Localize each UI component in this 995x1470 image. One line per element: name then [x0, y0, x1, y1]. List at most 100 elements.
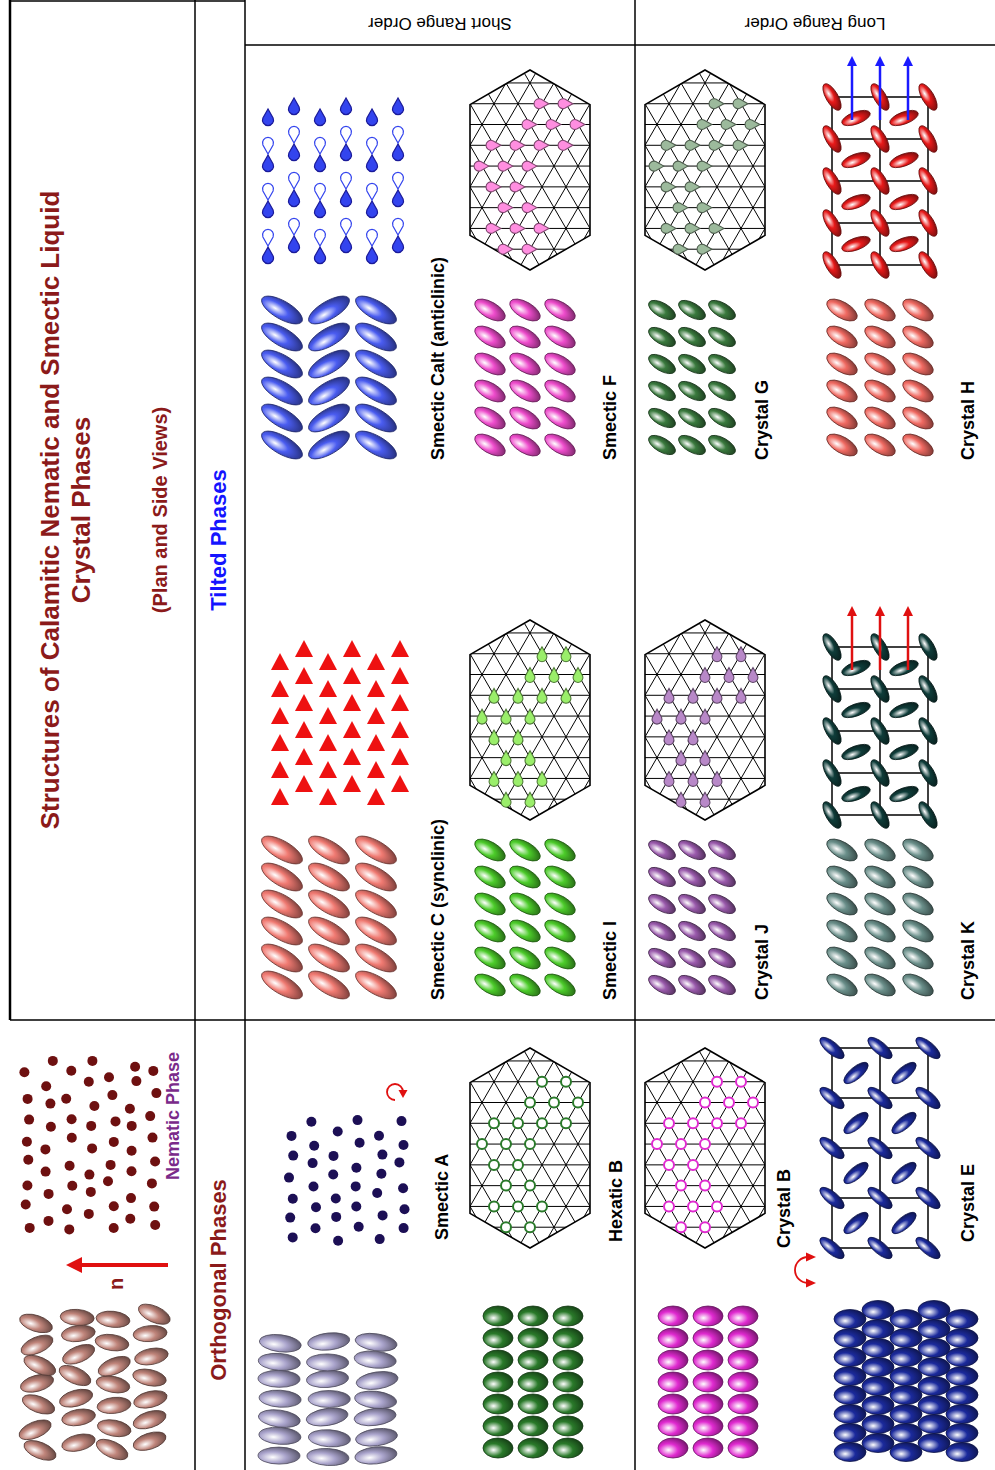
molecule [471, 430, 508, 461]
molecule-triangle [271, 680, 289, 697]
rule-line [590, 1103, 602, 1124]
molecule [506, 376, 543, 407]
rule-line [578, 1019, 590, 1040]
rule-line [542, 62, 566, 63]
molecule [258, 1426, 301, 1446]
rule-line [494, 591, 506, 612]
rule-line [494, 633, 506, 654]
rule-line [470, 187, 482, 208]
rule-line [458, 290, 482, 291]
rule-line [554, 840, 578, 841]
rule-line [566, 187, 578, 208]
rule-line [434, 591, 446, 612]
molecule-dot [66, 1066, 76, 1076]
rule-line [669, 1040, 681, 1061]
rule-line [410, 799, 422, 820]
nematic-plan-view [19, 1056, 161, 1235]
molecule-drop [341, 190, 352, 207]
rule-line [602, 104, 614, 125]
rule-line [626, 1082, 638, 1103]
molecule [506, 403, 543, 434]
molecule [133, 1345, 169, 1367]
molecule [676, 944, 709, 971]
rule-line [434, 1123, 446, 1144]
rule-line [554, 187, 566, 208]
rule-line [446, 675, 458, 696]
molecule-drop [393, 236, 404, 253]
rule-line [614, 228, 626, 249]
rule-line [410, 1103, 422, 1124]
rule-line [590, 228, 602, 249]
molecule [58, 1386, 95, 1410]
rule-line [470, 1103, 482, 1124]
molecule [918, 1339, 950, 1358]
rule-line [729, 1040, 741, 1061]
rule-line [626, 632, 650, 633]
rule-line [614, 653, 638, 654]
rule-line [506, 591, 518, 612]
crystal-e-side-view [834, 1301, 978, 1462]
rule-line [813, 1061, 825, 1082]
rule-line [801, 1268, 825, 1269]
rule-line [753, 1227, 765, 1248]
molecule-triangle [391, 694, 409, 711]
rule-line [530, 41, 542, 62]
molecule-dot [64, 1224, 74, 1234]
rule-line [597, 1081, 621, 1082]
rule-line [626, 249, 650, 250]
rule-line [597, 1103, 609, 1124]
hexatic-b-side-view [483, 1306, 583, 1458]
molecule [308, 1428, 351, 1448]
arrow-head [66, 1257, 82, 1273]
rule-line [638, 1144, 650, 1165]
molecule [918, 1415, 950, 1434]
molecule-dot [372, 1188, 382, 1198]
rule-line [470, 270, 482, 291]
rule-line [434, 187, 446, 208]
molecule [861, 862, 898, 893]
rule-line [801, 1123, 813, 1144]
rule-line [621, 1248, 645, 1249]
molecule [861, 943, 898, 974]
rule-line [422, 1248, 446, 1249]
rule-line [446, 778, 470, 779]
rule-line [693, 1248, 705, 1269]
rule-line [446, 41, 458, 62]
molecule-dot [46, 1122, 56, 1132]
molecule-dot [84, 1209, 94, 1219]
rule-line [434, 1019, 458, 1020]
molecule [862, 1415, 894, 1434]
rule-line [470, 1040, 494, 1041]
rule-line [614, 1082, 626, 1103]
rule-line [518, 1248, 530, 1269]
molecule [308, 1390, 350, 1407]
molecule [834, 1348, 866, 1367]
molecule-dot [127, 1166, 137, 1176]
rule-line [422, 737, 434, 758]
molecule-dot [148, 1066, 158, 1076]
rule-line [470, 62, 494, 63]
rule-line [626, 145, 638, 166]
molecule-triangle [367, 788, 385, 805]
molecule [823, 889, 860, 920]
molecule [823, 403, 860, 434]
rule-line [434, 208, 446, 229]
rule-line [518, 1061, 530, 1082]
rule-line [590, 1165, 602, 1186]
rule-line [621, 1248, 633, 1269]
rule-line [626, 249, 638, 270]
rule-line [590, 187, 602, 208]
rule-line [494, 1248, 518, 1249]
rule-line [434, 1102, 458, 1103]
smectic-calt-plan-view [263, 98, 404, 264]
molecule [518, 1328, 548, 1348]
rule-line [614, 758, 626, 779]
rule-line [638, 799, 650, 820]
molecule-drop [489, 730, 499, 745]
rule-line [669, 1248, 681, 1269]
rule-line [470, 820, 494, 821]
rule-line [777, 1144, 789, 1165]
rule-line [410, 675, 422, 696]
molecule [56, 1361, 94, 1389]
molecule-triangle [271, 734, 289, 751]
